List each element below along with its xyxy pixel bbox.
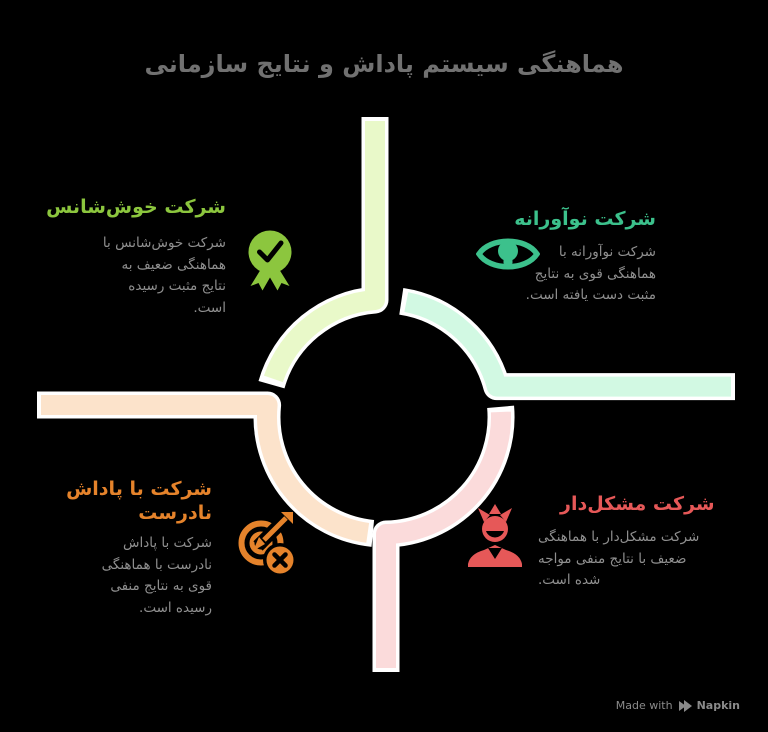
napkin-brand-label: Napkin	[696, 699, 740, 712]
made-with-label: Made with	[615, 699, 673, 712]
section-body: شرکت با پاداش نادرست با هماهنگی قوی به ن…	[101, 535, 212, 616]
section-wrong-reward-company: شرکت با پاداش نادرست شرکت با پاداش نادرس…	[27, 477, 212, 619]
section-troubled-company: شرکت مشکل‌دار شرکت مشکل‌دار با هماهنگی ض…	[538, 492, 748, 592]
section-heading: شرکت خوش‌شانس	[46, 196, 226, 218]
section-body: شرکت خوش‌شانس با هماهنگی ضعیف به نتایج م…	[102, 235, 226, 316]
medal-check-icon	[248, 230, 292, 291]
arc-innovative	[404, 292, 731, 397]
arc-troubled	[376, 411, 511, 668]
section-heading: شرکت نوآورانه	[514, 208, 656, 230]
target-dart-x-icon	[238, 511, 297, 577]
page-title: هماهنگی سیستم پاداش و نتایج سازمانی	[144, 50, 624, 78]
made-with-napkin-credit: Made with Napkin	[616, 699, 740, 712]
section-heading: شرکت با پاداش نادرست	[66, 478, 212, 524]
section-body: شرکت نوآورانه با هماهنگی قوی به نتایج مث…	[525, 244, 656, 303]
person-icon	[468, 504, 522, 567]
napkin-logo-icon	[678, 699, 692, 712]
arc-lucky	[263, 121, 385, 383]
section-body: شرکت مشکل‌دار با هماهنگی ضعیف با نتایج م…	[538, 529, 700, 588]
eye-bulb-icon	[476, 238, 540, 270]
arc-wrong-reward	[41, 395, 370, 543]
section-innovative-company: شرکت نوآورانه شرکت نوآورانه با هماهنگی ق…	[471, 207, 656, 307]
section-lucky-company: شرکت خوش‌شانس شرکت خوش‌شانس با هماهنگی ض…	[41, 195, 226, 319]
section-heading: شرکت مشکل‌دار	[560, 493, 715, 515]
